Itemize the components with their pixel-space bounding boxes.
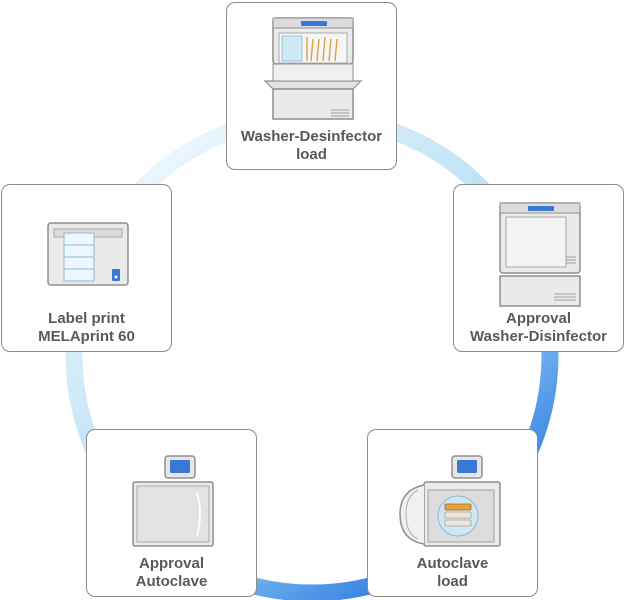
step-card-approval-washer-disinfector: Approval Washer-Disinfector — [453, 184, 624, 352]
step-label: Washer-Desinfector load — [227, 128, 396, 164]
step-label-line1: Label print — [48, 310, 125, 327]
washer-closed-icon — [499, 202, 581, 307]
step-card-approval-autoclave: Approval Autoclave — [86, 429, 257, 597]
step-label: Approval Washer-Disinfector — [454, 310, 623, 346]
step-card-label-print: Label print MELAprint 60 — [1, 184, 172, 352]
step-label-line2: load — [296, 146, 327, 163]
label-printer-icon — [47, 222, 129, 286]
washer-open-icon — [263, 17, 363, 120]
step-label-line2: Autoclave — [135, 573, 208, 590]
step-label-line1: Approval — [505, 310, 571, 327]
step-label-line2: Washer-Disinfector — [470, 328, 607, 345]
step-label-line2: load — [437, 573, 468, 590]
step-card-washer-desinfector-load: Washer-Desinfector load — [226, 2, 397, 170]
autoclave-open-icon — [399, 455, 501, 547]
step-label: Label print MELAprint 60 — [2, 310, 171, 346]
step-label-line1: Approval — [138, 555, 204, 572]
autoclave-closed-icon — [132, 455, 214, 547]
step-label: Approval Autoclave — [87, 555, 256, 591]
step-label-line1: Autoclave — [416, 555, 489, 572]
step-label-line2: MELAprint 60 — [38, 328, 135, 345]
step-label: Autoclave load — [368, 555, 537, 591]
step-card-autoclave-load: Autoclave load — [367, 429, 538, 597]
step-label-line1: Washer-Desinfector — [240, 128, 383, 145]
